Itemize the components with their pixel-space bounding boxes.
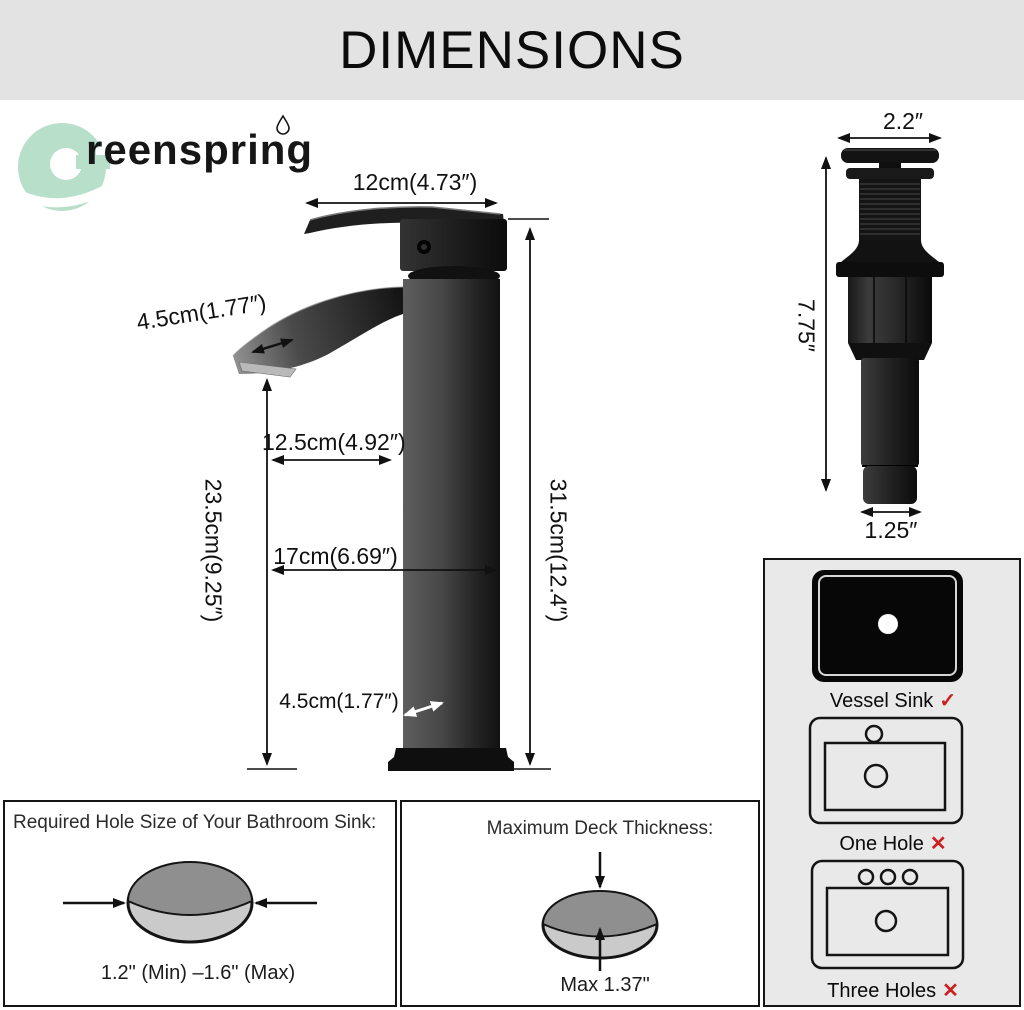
one-hole-sink-icon — [808, 716, 964, 825]
header-band: DIMENSIONS — [0, 0, 1024, 100]
deck-thickness-max: Max 1.37" — [560, 974, 650, 996]
deck-thickness-graphic — [541, 852, 659, 971]
aerator — [238, 361, 297, 378]
dimension-lines — [247, 198, 551, 770]
drain-illustration — [836, 148, 944, 504]
hole-size-title: Required Hole Size of Your Bathroom Sink… — [13, 812, 377, 833]
hole-size-range: 1.2" (Min) –1.6" (Max) — [100, 962, 296, 984]
vessel-sink-icon — [812, 570, 963, 682]
one-hole-label: One Hole✕ — [839, 833, 947, 855]
three-holes-sink-icon — [810, 859, 965, 970]
dim-body-depth: 4.5cm(1.77″) — [279, 690, 399, 713]
dim-drain-cap: 2.2″ — [882, 108, 924, 134]
dim-drain-tail: 1.25″ — [864, 517, 918, 543]
dim-spout-height: 23.5cm(9.25″) — [200, 478, 227, 623]
dim-spout-reach: 12.5cm(4.92″) — [262, 429, 406, 455]
page-title: DIMENSIONS — [339, 20, 685, 80]
hole-size-graphic — [63, 861, 317, 944]
cross-icon: ✕ — [929, 833, 947, 855]
dim-deck-reach: 17cm(6.69″) — [273, 543, 398, 569]
deck-thickness-title: Maximum Deck Thickness: — [486, 818, 714, 839]
vessel-sink-label: Vessel Sink✓ — [829, 690, 957, 712]
brand-logo-text: reenspring — [86, 126, 314, 173]
cross-icon: ✕ — [942, 980, 959, 1002]
three-holes-label: Three Holes✕ — [827, 980, 959, 1002]
drain-dimension-lines — [821, 133, 942, 517]
dim-spout-top-width: 12cm(4.73″) — [352, 169, 478, 195]
droplet-icon — [276, 114, 290, 135]
brand-logo-icon — [1, 114, 290, 211]
dim-drain-height: 7.75″ — [793, 299, 820, 352]
faucet-illustration — [232, 206, 514, 771]
check-icon: ✓ — [939, 690, 957, 712]
dim-overall-height: 31.5cm(12.4″) — [545, 478, 572, 623]
